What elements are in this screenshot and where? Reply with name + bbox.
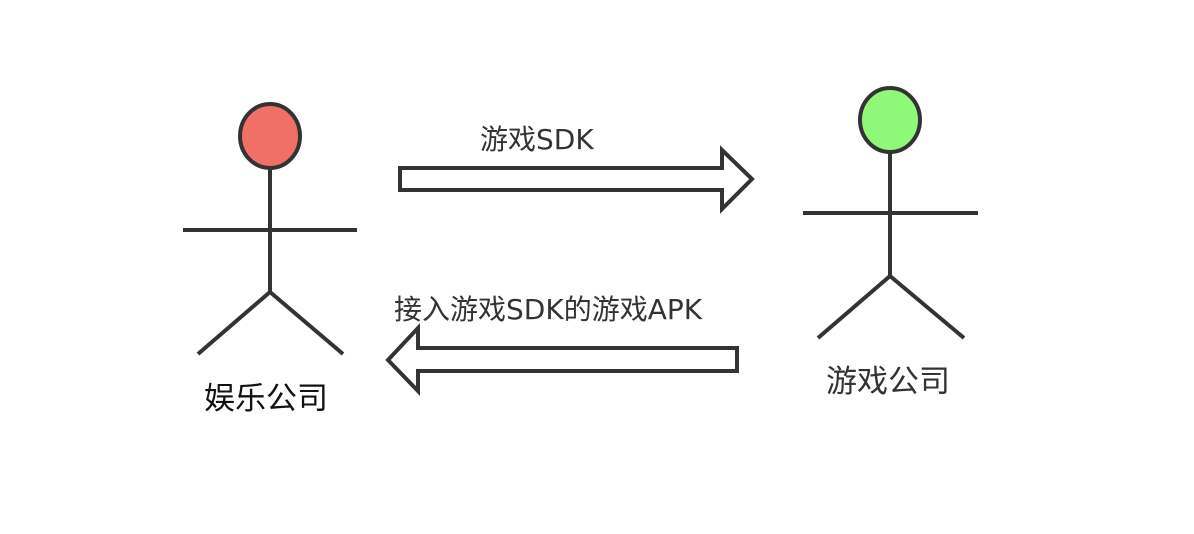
actor-right-label: 游戏公司: [826, 364, 950, 400]
actor-left-label: 娱乐公司: [204, 381, 328, 417]
actor-right-leg-left: [816, 274, 892, 340]
arrow-to-right: [398, 145, 755, 214]
arrow-to-right-label: 游戏SDK: [480, 123, 594, 156]
actor-left-leg-left: [196, 290, 272, 356]
actor-right-leg-right: [888, 274, 966, 340]
actor-left-head: [238, 102, 302, 170]
actor-left-leg-right: [268, 290, 345, 356]
actor-left: [183, 102, 357, 356]
actor-right: [803, 86, 978, 340]
actor-right-head: [858, 86, 922, 154]
arrow-to-left: [385, 322, 739, 396]
arrow-to-left-label: 接入游戏SDK的游戏APK: [394, 293, 703, 326]
